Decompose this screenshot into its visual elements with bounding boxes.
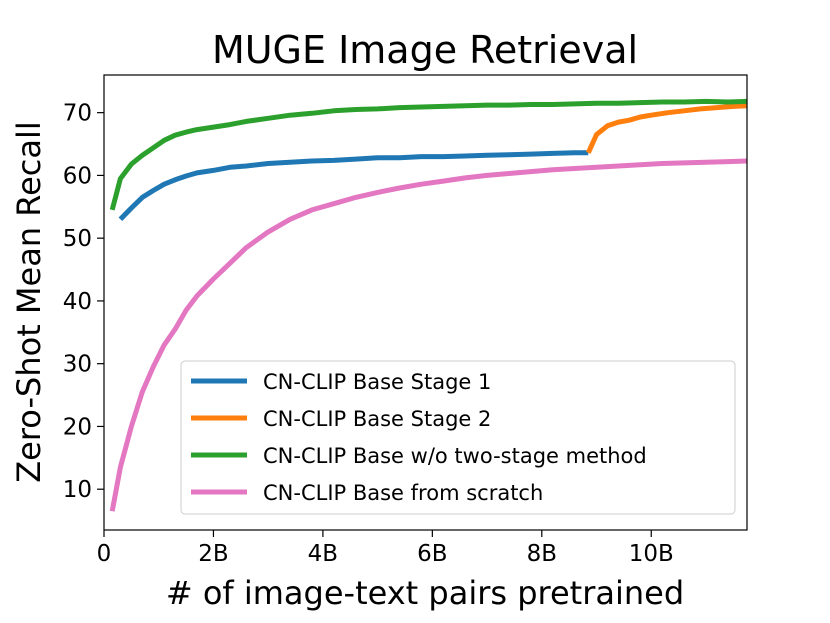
legend-box <box>180 360 736 515</box>
plot-frame <box>103 74 748 531</box>
legend-label: CN-CLIP Base w/o two-stage method <box>263 444 647 468</box>
x-tick-label: 0 <box>97 541 112 567</box>
x-tick-label: 8B <box>527 541 557 567</box>
x-tick-label: 6B <box>417 541 447 567</box>
y-tick-label: 20 <box>63 414 92 440</box>
legend: CN-CLIP Base Stage 1 CN-CLIP Base Stage 2… <box>180 360 736 515</box>
y-tick-label: 70 <box>63 101 92 127</box>
y-tick-label: 60 <box>63 163 92 189</box>
y-tick-label: 40 <box>63 289 92 315</box>
legend-label: CN-CLIP Base from scratch <box>263 481 543 505</box>
series-line-3 <box>109 98 747 211</box>
y-tick-label: 50 <box>63 226 92 252</box>
plot-area <box>109 98 747 512</box>
legend-label: CN-CLIP Base Stage 2 <box>263 407 491 431</box>
x-tick-label: 4B <box>308 541 338 567</box>
x-axis-label: # of image-text pairs pretrained <box>166 574 684 612</box>
y-tick-label: 30 <box>63 352 92 378</box>
series-line-2 <box>586 103 747 154</box>
x-tick-label: 10B <box>629 541 674 567</box>
y-axis-label: Zero-Shot Mean Recall <box>10 121 48 483</box>
series-line-1 <box>118 150 589 222</box>
series-line-4 <box>109 158 747 512</box>
y-tick-label: 10 <box>63 477 92 503</box>
chart-title: MUGE Image Retrieval <box>212 28 638 72</box>
x-tick-label: 2B <box>198 541 228 567</box>
legend-label: CN-CLIP Base Stage 1 <box>263 370 491 394</box>
